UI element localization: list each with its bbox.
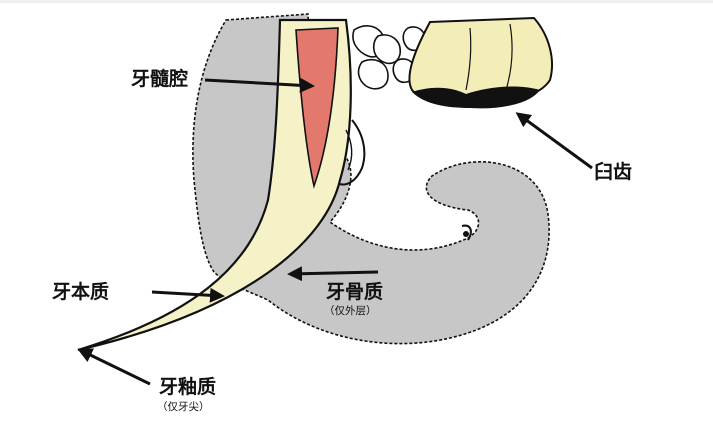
arrow-enamel [80,350,150,384]
label-enamel: 牙釉质 [159,378,216,397]
label-cementum-note: （仅外层） [324,306,377,317]
label-dentin: 牙本质 [52,283,109,302]
arrow-molar [518,114,592,168]
label-molar: 臼齿 [594,163,632,182]
arrow-cementum [290,272,378,274]
label-enamel-note: （仅牙尖） [157,402,210,413]
label-pulp-cavity: 牙髓腔 [131,70,188,89]
label-cementum: 牙骨质 [326,283,383,302]
top-border [0,0,713,3]
